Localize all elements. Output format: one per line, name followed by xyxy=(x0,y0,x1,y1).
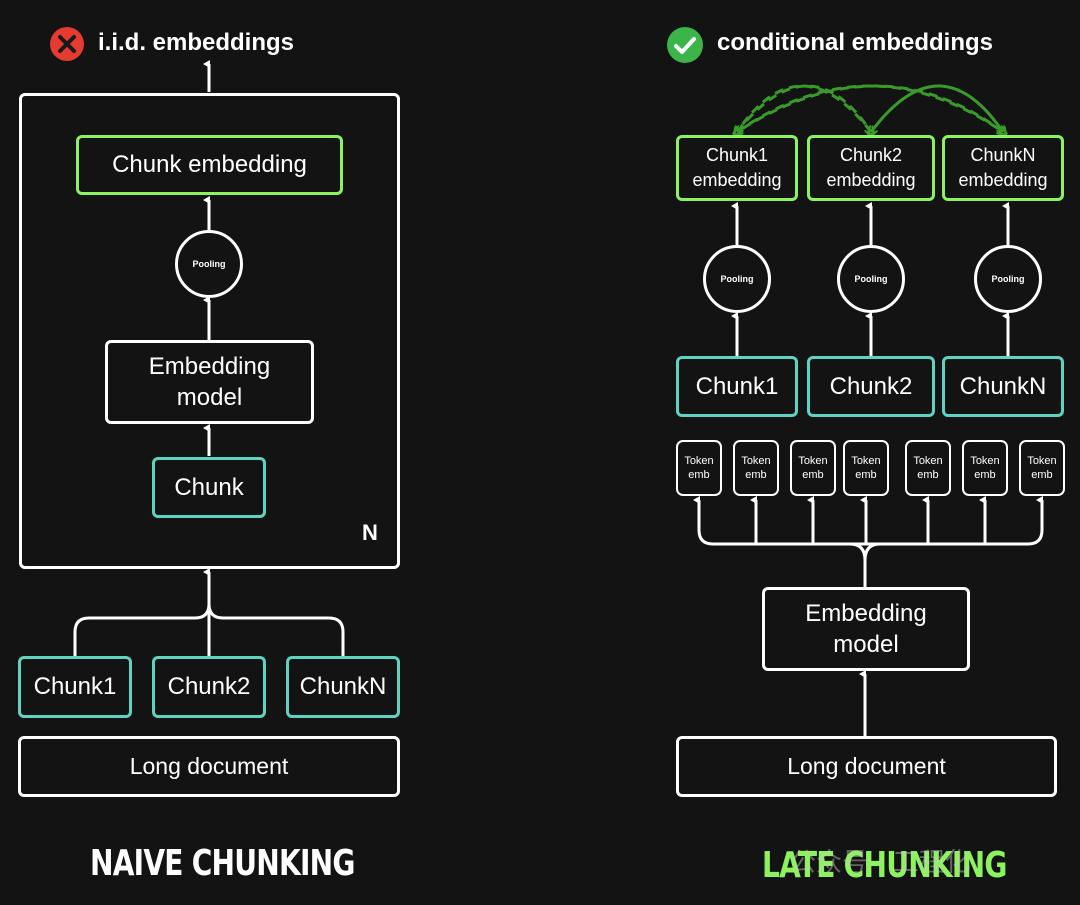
token-emb-4: Token emb xyxy=(843,440,889,496)
repeat-n-label: N xyxy=(362,520,378,545)
bad-status-icon xyxy=(50,27,84,61)
chunk-box: Chunk xyxy=(152,457,266,518)
right-chunk-2: Chunk2 xyxy=(807,356,935,417)
left-chunk-1: Chunk1 xyxy=(18,656,132,718)
chunk2-embedding-box: Chunk2 embedding xyxy=(807,135,935,201)
pooling-node-n: Pooling xyxy=(974,245,1042,313)
token-emb-3: Token emb xyxy=(790,440,836,496)
naive-chunking-caption: NAIVE CHUNKING xyxy=(90,843,355,884)
n-repeat-frame xyxy=(19,93,400,569)
right-chunk-n: ChunkN xyxy=(942,356,1064,417)
left-title: i.i.d. embeddings xyxy=(98,29,295,56)
watermark: 公众号 · 工程化 xyxy=(790,848,971,878)
left-chunk-n: ChunkN xyxy=(286,656,400,718)
token-emb-5: Token emb xyxy=(905,440,951,496)
left-long-document: Long document xyxy=(18,736,400,797)
token-emb-2: Token emb xyxy=(733,440,779,496)
pooling-node: Pooling xyxy=(175,230,243,298)
attention-arcs xyxy=(737,84,1003,132)
token-emb-6: Token emb xyxy=(962,440,1008,496)
chunk1-embedding-box: Chunk1 embedding xyxy=(676,135,798,201)
chunk-embedding-box: Chunk embedding xyxy=(76,135,343,195)
right-title: conditional embeddings xyxy=(717,29,994,56)
pooling-node-1: Pooling xyxy=(703,245,771,313)
right-long-document: Long document xyxy=(676,736,1057,797)
token-emb-7: Token emb xyxy=(1019,440,1065,496)
token-emb-1: Token emb xyxy=(676,440,722,496)
right-embedding-model-box: Embedding model xyxy=(762,587,970,671)
right-chunk-1: Chunk1 xyxy=(676,356,798,417)
check-icon xyxy=(667,27,703,63)
pooling-node-2: Pooling xyxy=(837,245,905,313)
left-chunk-2: Chunk2 xyxy=(152,656,266,718)
x-icon xyxy=(50,27,84,61)
late-chunking-caption: LATE CHUNKING xyxy=(762,845,1007,886)
embedding-model-box: Embedding model xyxy=(105,340,314,424)
chunkn-embedding-box: ChunkN embedding xyxy=(942,135,1064,201)
good-status-icon xyxy=(667,27,703,63)
